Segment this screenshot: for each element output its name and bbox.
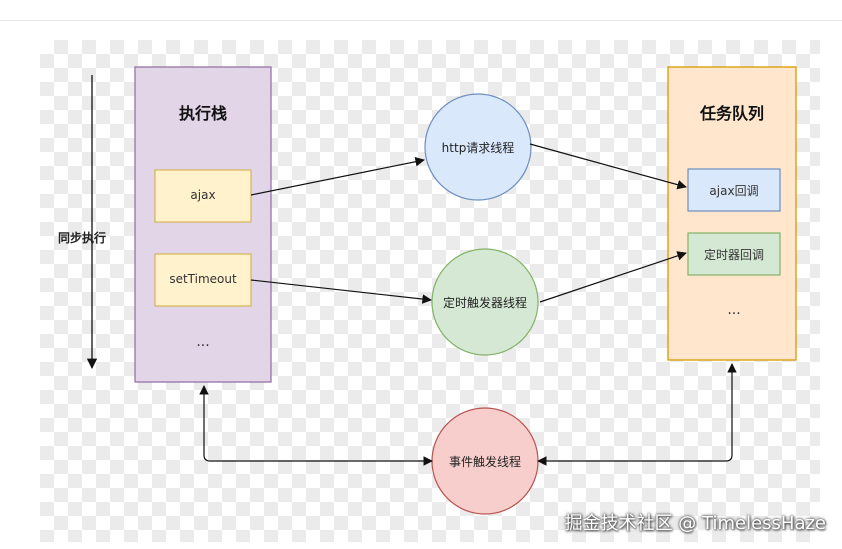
queue-item-timer-callback-label: 定时器回调 — [703, 248, 764, 262]
arrow-timer-to-queue — [539, 251, 687, 303]
stack-item-ajax-label: ajax — [190, 188, 216, 202]
arrow-event-to-queue — [537, 363, 737, 466]
queue-item-ajax-callback — [687, 168, 781, 212]
top-divider — [0, 20, 842, 21]
stack-item-settimeout — [154, 253, 252, 307]
timer-thread-label: 定时触发器线程 — [442, 296, 527, 310]
stack-item-ajax — [154, 169, 252, 223]
task-queue-container — [667, 66, 797, 361]
arrow-ajax-to-http — [250, 157, 425, 196]
arrow-settimeout-to-timer — [250, 279, 432, 304]
http-thread-circle — [424, 93, 532, 201]
execution-stack-container — [134, 66, 272, 383]
event-thread-label: 事件触发线程 — [448, 455, 521, 469]
arrow-http-to-queue — [529, 143, 687, 190]
stack-item-settimeout-label: setTimeout — [169, 272, 237, 286]
queue-ellipsis: ... — [727, 302, 741, 318]
timer-thread-circle — [431, 248, 539, 356]
queue-item-timer-callback — [687, 232, 781, 276]
queue-item-ajax-callback-label: ajax回调 — [709, 184, 759, 198]
task-queue-title: 任务队列 — [699, 104, 764, 123]
sync-execution-label: 同步执行 — [58, 231, 107, 245]
arrow-event-to-stack — [199, 385, 433, 466]
execution-stack-title: 执行栈 — [178, 104, 227, 123]
stack-ellipsis: ... — [196, 334, 210, 350]
watermark: 掘金技术社区 @ TimelessHaze — [564, 513, 826, 534]
http-thread-label: http请求线程 — [441, 141, 515, 155]
